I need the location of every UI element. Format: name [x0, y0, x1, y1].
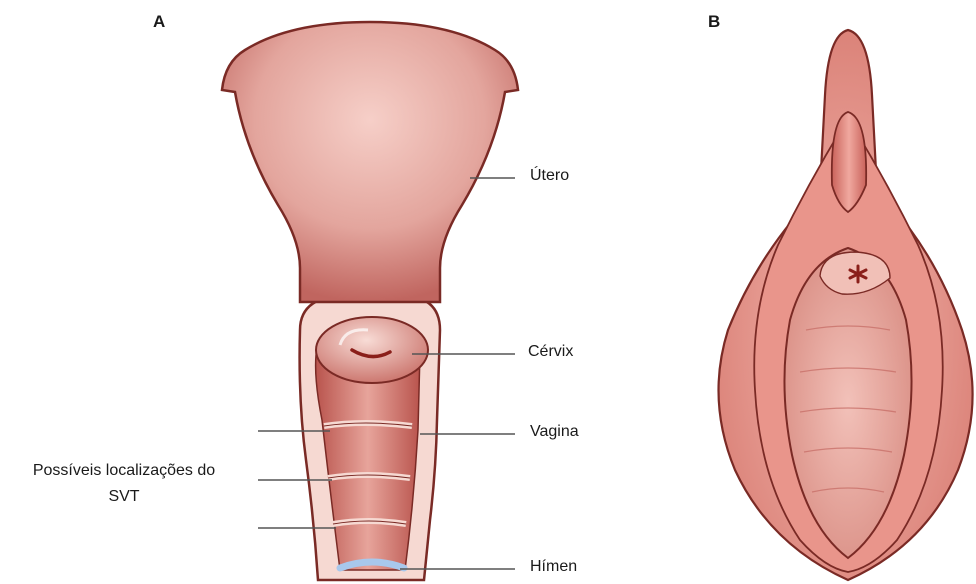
svt-note: Possíveis localizações do SVT [8, 458, 240, 510]
cervix-dome [316, 317, 428, 383]
svt-note-line-2: SVT [8, 484, 240, 510]
clitoral-hood [832, 112, 866, 212]
panel-b-letter: B [708, 12, 720, 32]
panel-a-drawing [222, 22, 518, 580]
uterus-label: Útero [530, 167, 569, 185]
panel-a-letter: A [153, 12, 165, 32]
uterus-body [222, 22, 518, 302]
hymen-label: Hímen [530, 558, 577, 576]
vagina-label: Vagina [530, 423, 579, 441]
cervix-label: Cérvix [528, 343, 573, 361]
panel-b-drawing [719, 30, 973, 580]
svt-note-line-1: Possíveis localizações do [8, 458, 240, 484]
